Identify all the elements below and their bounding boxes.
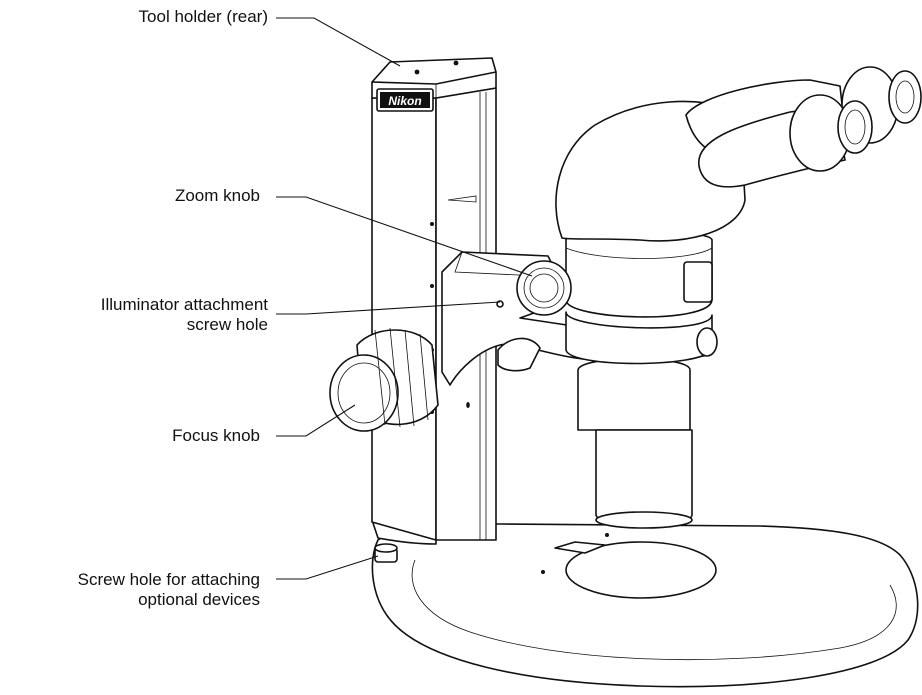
label-screw-hole-line2: optional devices	[138, 590, 260, 609]
model-label-plate	[683, 261, 713, 303]
label-tool-holder: Tool holder (rear)	[138, 7, 268, 26]
label-focus-knob: Focus knob	[172, 426, 260, 445]
microscope-head	[555, 66, 922, 529]
label-zoom-knob: Zoom knob	[174, 186, 260, 205]
focus-knob	[329, 327, 439, 432]
stage-plate	[565, 541, 717, 599]
label-illuminator-line2: screw hole	[186, 315, 268, 334]
rear-focus-knob	[497, 337, 541, 372]
zoom-knob	[516, 260, 572, 316]
label-illuminator-line1: Illuminator attachment	[100, 295, 268, 314]
leader-focus-knob	[276, 404, 356, 437]
optional-device-screw-hole	[374, 543, 398, 563]
leader-lines	[276, 17, 533, 580]
leader-zoom-knob	[276, 196, 533, 277]
leader-illuminator	[276, 301, 501, 315]
label-screw-hole-line1: Screw hole for attaching	[77, 570, 260, 589]
leader-screw-hole	[276, 555, 379, 580]
base-plate	[371, 523, 919, 688]
brand-logo-text: Nikon	[388, 94, 422, 108]
leader-tool-holder	[276, 17, 401, 67]
